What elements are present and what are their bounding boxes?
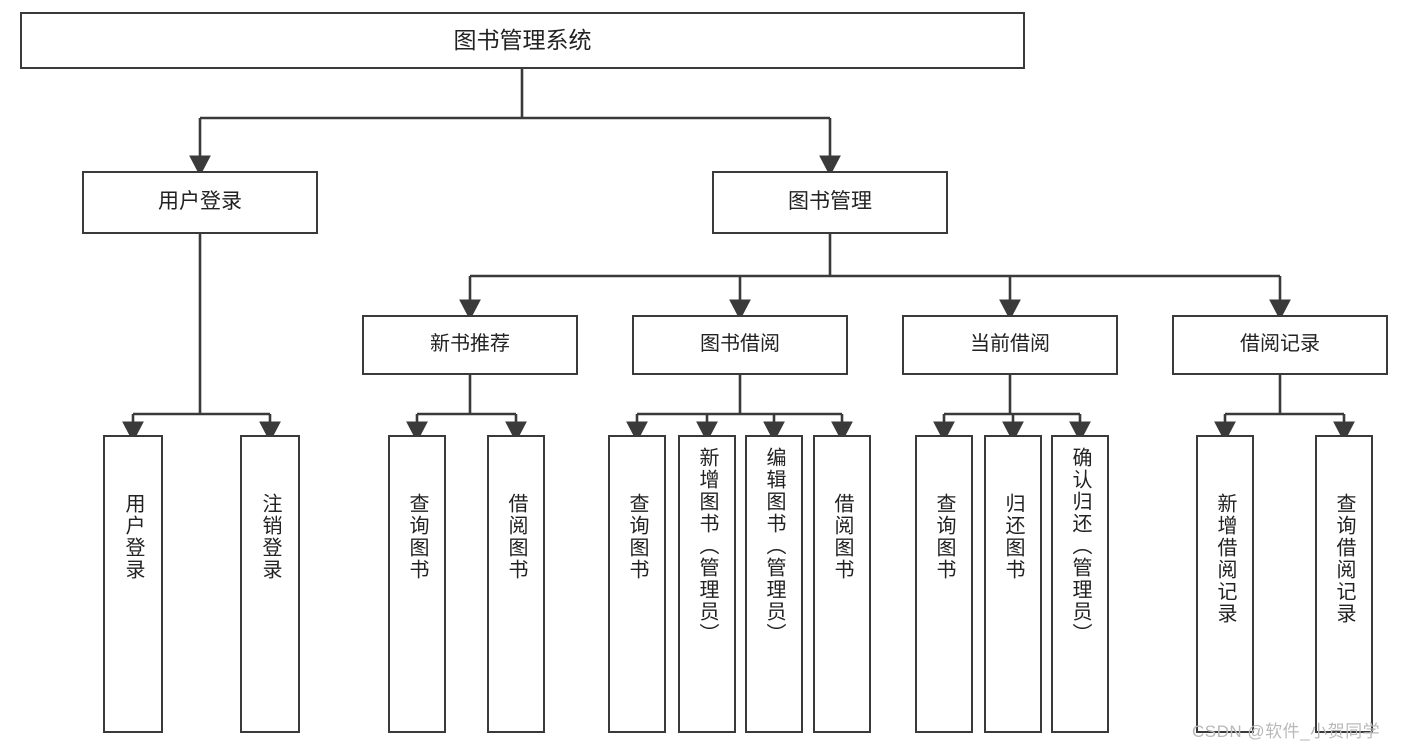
node-label: 当前借阅 [970, 333, 1050, 356]
leaf-query-books-recommend[interactable]: 查询图书 [388, 435, 446, 733]
leaf-confirm-return-admin[interactable]: 确认归还（管理员） [1051, 435, 1109, 733]
leaf-add-borrow-record[interactable]: 新增借阅记录 [1196, 435, 1254, 733]
node-label: 确认归还（管理员） [1069, 447, 1091, 645]
leaf-user-login[interactable]: 用户登录 [103, 435, 163, 733]
leaf-logout-login[interactable]: 注销登录 [240, 435, 300, 733]
node-label: 注销登录 [259, 493, 281, 581]
node-label: 查询借阅记录 [1333, 493, 1355, 625]
node-label: 用户登录 [122, 493, 144, 581]
node-label: 图书管理 [788, 190, 872, 214]
node-label: 查询图书 [406, 493, 428, 581]
node-label: 借阅记录 [1240, 333, 1320, 356]
node-label: 图书借阅 [700, 333, 780, 356]
node-label: 查询图书 [626, 493, 648, 581]
node-book-borrow[interactable]: 图书借阅 [632, 315, 848, 375]
node-label: 新增借阅记录 [1214, 493, 1236, 625]
node-label: 用户登录 [158, 190, 242, 214]
node-label: 查询图书 [933, 493, 955, 581]
node-current-borrow[interactable]: 当前借阅 [902, 315, 1118, 375]
node-label: 新书推荐 [430, 333, 510, 356]
node-book-management[interactable]: 图书管理 [712, 171, 948, 234]
leaf-add-book-admin[interactable]: 新增图书（管理员） [678, 435, 736, 733]
leaf-query-borrow-record[interactable]: 查询借阅记录 [1315, 435, 1373, 733]
node-label: 借阅图书 [831, 493, 853, 581]
node-label: 编辑图书（管理员） [763, 447, 785, 645]
leaf-borrow-books-recommend[interactable]: 借阅图书 [487, 435, 545, 733]
csdn-watermark: CSDN @软件_小贺同学 [1192, 722, 1381, 741]
node-borrow-record[interactable]: 借阅记录 [1172, 315, 1388, 375]
node-user-login[interactable]: 用户登录 [82, 171, 318, 234]
node-label: 图书管理系统 [453, 26, 592, 53]
leaf-query-books-current[interactable]: 查询图书 [915, 435, 973, 733]
node-label: 归还图书 [1002, 493, 1024, 581]
leaf-query-books-borrow[interactable]: 查询图书 [608, 435, 666, 733]
node-label: 新增图书（管理员） [696, 447, 718, 645]
leaf-return-books[interactable]: 归还图书 [984, 435, 1042, 733]
node-root[interactable]: 图书管理系统 [20, 12, 1025, 69]
node-label: 借阅图书 [505, 493, 527, 581]
leaf-borrow-books[interactable]: 借阅图书 [813, 435, 871, 733]
node-new-book-recommend[interactable]: 新书推荐 [362, 315, 578, 375]
leaf-edit-book-admin[interactable]: 编辑图书（管理员） [745, 435, 803, 733]
